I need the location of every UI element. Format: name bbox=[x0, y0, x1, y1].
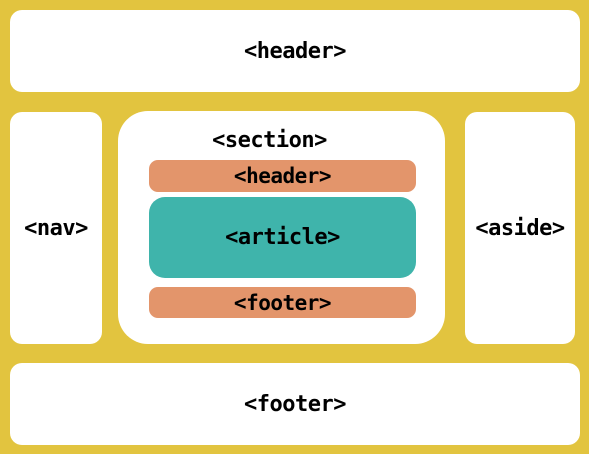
section-header-label: <header> bbox=[233, 164, 332, 188]
nav-label: <nav> bbox=[24, 215, 88, 241]
page-header-block: <header> bbox=[10, 10, 580, 92]
aside-label: <aside> bbox=[475, 215, 565, 241]
section-header-block: <header> bbox=[149, 160, 416, 192]
aside-block: <aside> bbox=[465, 112, 575, 344]
page-footer-label: <footer> bbox=[244, 391, 346, 417]
section-label: <section> bbox=[212, 128, 327, 153]
article-block: <article> bbox=[149, 197, 416, 278]
page-header-label: <header> bbox=[244, 38, 346, 64]
section-footer-block: <footer> bbox=[149, 287, 416, 318]
page-footer-block: <footer> bbox=[10, 363, 580, 445]
nav-block: <nav> bbox=[10, 112, 102, 344]
article-label: <article> bbox=[225, 225, 340, 250]
section-footer-label: <footer> bbox=[233, 290, 332, 315]
